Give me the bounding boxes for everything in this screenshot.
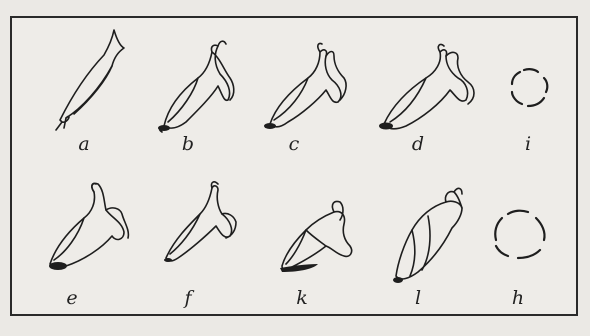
base-mark-l — [393, 277, 403, 283]
flower-drawing-e — [50, 183, 128, 268]
cross-section-drawing-h — [495, 211, 544, 258]
base-mark-d — [379, 123, 393, 130]
base-mark-e — [49, 262, 67, 270]
flower-drawing-b — [160, 41, 234, 132]
base-mark-f — [164, 258, 172, 262]
label-b: b — [176, 134, 200, 154]
cross-section-drawing-i — [512, 69, 547, 106]
label-i: i — [516, 134, 540, 154]
flower-drawing-k — [282, 201, 352, 269]
label-c: c — [282, 134, 306, 154]
label-a: a — [72, 134, 96, 154]
base-mark-c — [264, 123, 276, 129]
flower-drawing-c — [270, 43, 346, 126]
flower-drawing-l — [396, 188, 462, 279]
base-mark-b — [158, 125, 170, 131]
label-e: e — [60, 288, 84, 308]
label-k: k — [290, 288, 314, 308]
flower-drawing-d — [384, 44, 474, 128]
base-mark-k — [280, 264, 318, 272]
label-h: h — [506, 288, 530, 308]
label-f: f — [176, 288, 200, 308]
label-d: d — [406, 134, 430, 154]
flower-drawing-f — [166, 182, 236, 261]
flower-drawing-a — [56, 30, 124, 130]
label-l: l — [406, 288, 430, 308]
